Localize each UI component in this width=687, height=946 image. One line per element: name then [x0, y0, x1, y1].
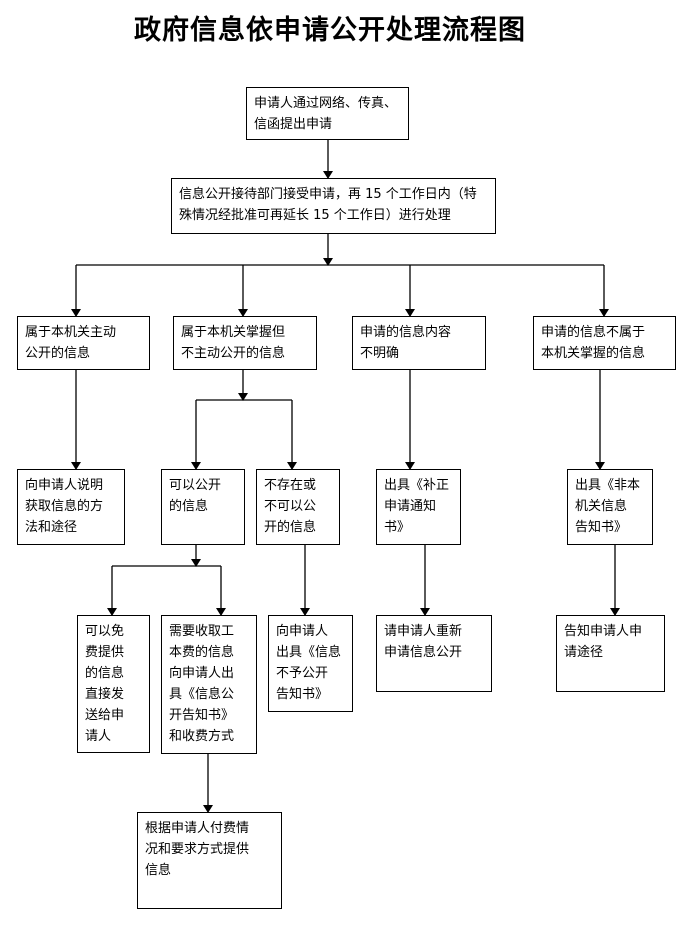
node-reapply-text: 请申请人重新 申请信息公开 [384, 624, 463, 660]
node-free-text: 可以免 费提供 的信息 直接发 送给申 请人 [85, 624, 125, 744]
node-explain-text: 向申请人说明 获取信息的方 法和途径 [25, 478, 104, 535]
node-accept: 信息公开接待部门接受申请，再 15 个工作日内（特 殊情况经批准可再延长 15 … [171, 178, 496, 234]
node-correction: 出具《补正 申请通知 书》 [376, 469, 461, 545]
node-reapply: 请申请人重新 申请信息公开 [376, 615, 492, 692]
node-cat-active: 属于本机关主动 公开的信息 [17, 316, 150, 370]
node-cat-notheld-text: 申请的信息不属于 本机关掌握的信息 [541, 325, 646, 361]
node-inform-channel: 告知申请人申 请途径 [556, 615, 665, 692]
node-cat-held: 属于本机关掌握但 不主动公开的信息 [173, 316, 317, 370]
node-fee-text: 需要收取工 本费的信息 向申请人出 具《信息公 开告知书》 和收费方式 [169, 624, 235, 744]
node-explain: 向申请人说明 获取信息的方 法和途径 [17, 469, 125, 545]
node-can-open-text: 可以公开 的信息 [169, 478, 222, 514]
node-provide-text: 根据申请人付费情 况和要求方式提供 信息 [145, 821, 250, 878]
node-refuse-text: 向申请人 出具《信息 不予公开 告知书》 [276, 624, 342, 702]
node-cat-unclear: 申请的信息内容 不明确 [352, 316, 486, 370]
node-free: 可以免 费提供 的信息 直接发 送给申 请人 [77, 615, 150, 753]
node-not-exist: 不存在或 不可以公 开的信息 [256, 469, 340, 545]
node-not-exist-text: 不存在或 不可以公 开的信息 [264, 478, 317, 535]
node-can-open: 可以公开 的信息 [161, 469, 245, 545]
node-not-held-notice-text: 出具《非本 机关信息 告知书》 [575, 478, 641, 535]
node-accept-text: 信息公开接待部门接受申请，再 15 个工作日内（特 殊情况经批准可再延长 15 … [179, 187, 477, 223]
node-provide: 根据申请人付费情 况和要求方式提供 信息 [137, 812, 282, 909]
node-inform-channel-text: 告知申请人申 请途径 [564, 624, 643, 660]
node-correction-text: 出具《补正 申请通知 书》 [384, 478, 450, 535]
page-title: 政府信息依申请公开处理流程图 [134, 15, 526, 46]
node-fee: 需要收取工 本费的信息 向申请人出 具《信息公 开告知书》 和收费方式 [161, 615, 257, 754]
node-cat-notheld: 申请的信息不属于 本机关掌握的信息 [533, 316, 676, 370]
node-cat-held-text: 属于本机关掌握但 不主动公开的信息 [181, 325, 286, 361]
node-apply: 申请人通过网络、传真、 信函提出申请 [246, 87, 409, 140]
node-refuse: 向申请人 出具《信息 不予公开 告知书》 [268, 615, 353, 712]
node-cat-active-text: 属于本机关主动 公开的信息 [25, 325, 117, 361]
node-apply-text: 申请人通过网络、传真、 信函提出申请 [254, 96, 398, 132]
node-cat-unclear-text: 申请的信息内容 不明确 [360, 325, 452, 361]
node-not-held-notice: 出具《非本 机关信息 告知书》 [567, 469, 653, 545]
